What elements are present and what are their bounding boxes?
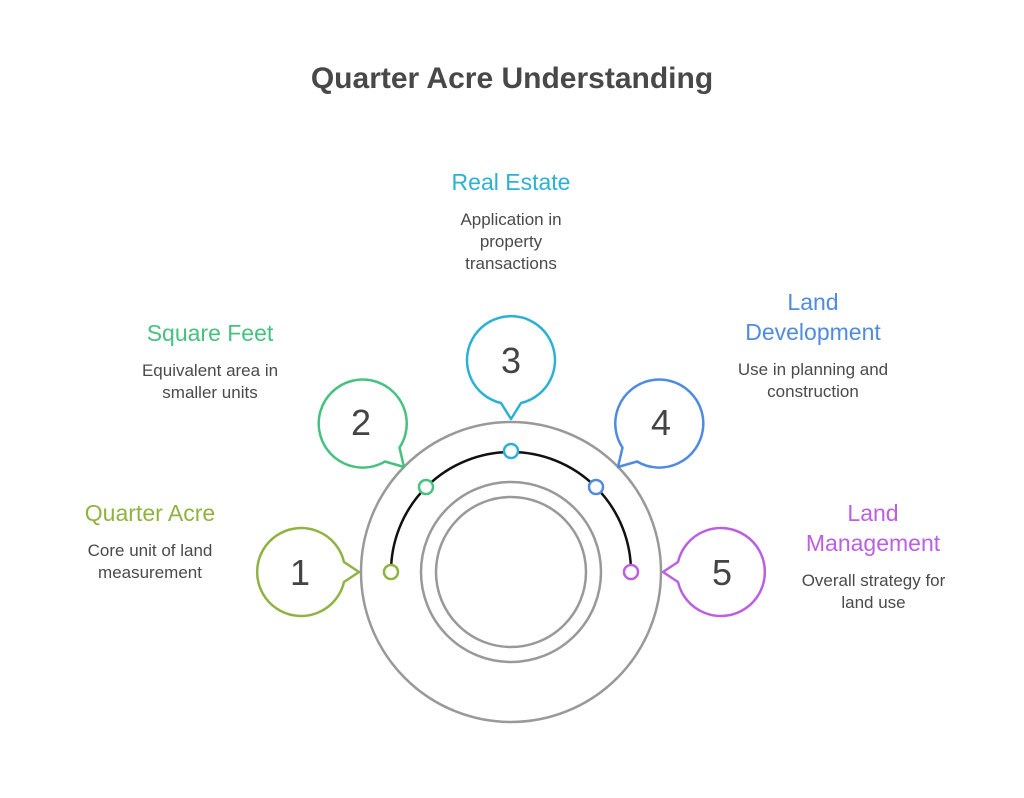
- step-label-4: Land Development Use in planning and con…: [713, 287, 913, 403]
- step-number-1: 1: [290, 552, 310, 593]
- step-number-2: 2: [351, 402, 371, 443]
- arc-dot-2: [417, 478, 435, 496]
- middle-ring: [419, 480, 603, 664]
- step-description-3: Application in property transactions: [460, 210, 562, 273]
- callout-bubble-3: [465, 314, 557, 421]
- inner-ring: [434, 495, 588, 649]
- step-label-1: Quarter Acre Core unit of land measureme…: [50, 498, 250, 584]
- diagram-title: Quarter Acre Understanding: [310, 62, 714, 95]
- step-heading-1: Quarter Acre: [84, 500, 216, 526]
- step-heading-3: Real Estate: [451, 169, 571, 195]
- step-heading-2: Square Feet: [146, 320, 274, 346]
- callout-bubble-4: [614, 378, 705, 469]
- arc-dot-1: [382, 563, 400, 581]
- callout-bubble-2: [317, 378, 408, 469]
- arc-dot-4: [587, 478, 605, 496]
- outer-ring: [359, 420, 663, 724]
- callout-bubble-1: [255, 526, 361, 618]
- step-description-2: Equivalent area in smaller units: [141, 361, 279, 402]
- step-number-4: 4: [651, 402, 671, 443]
- step-description-1: Core unit of land measurement: [87, 541, 213, 582]
- progress-arc: [389, 450, 633, 573]
- step-heading-5: Land Management: [805, 500, 941, 556]
- step-description-4: Use in planning and construction: [737, 360, 889, 401]
- step-label-3: Real Estate Application in property tran…: [411, 167, 611, 275]
- step-number-3: 3: [501, 340, 521, 381]
- callout-bubble-5: [661, 526, 767, 618]
- step-heading-4: Land Development: [745, 289, 881, 345]
- step-label-5: Land Management Overall strategy for lan…: [773, 498, 973, 614]
- step-number-5: 5: [712, 552, 732, 593]
- arc-dot-3: [502, 442, 520, 460]
- step-description-5: Overall strategy for land use: [801, 571, 946, 612]
- arc-dot-5: [622, 563, 640, 581]
- step-label-2: Square Feet Equivalent area in smaller u…: [110, 318, 310, 404]
